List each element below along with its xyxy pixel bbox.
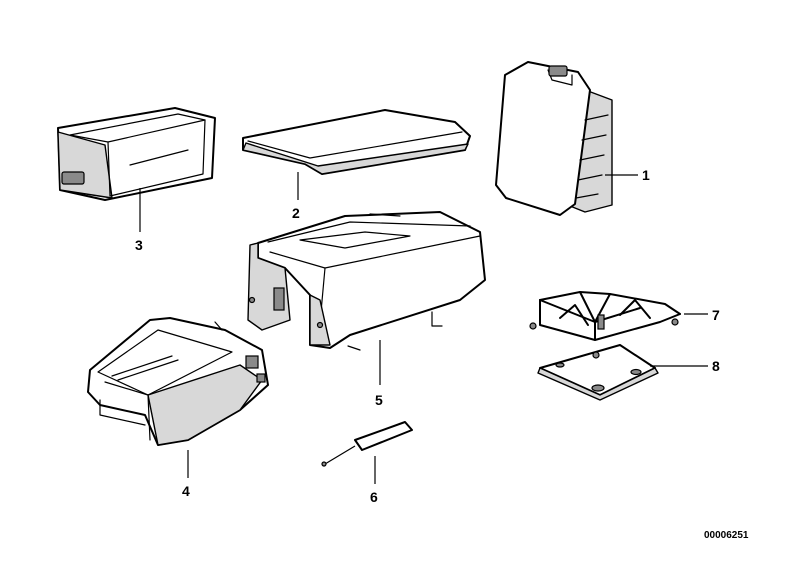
part-1-hinged-lid xyxy=(495,61,613,216)
callout-5: 5 xyxy=(375,392,383,408)
callout-8: 8 xyxy=(712,358,720,374)
callout-1: 1 xyxy=(642,167,650,183)
part-6-pin-tool xyxy=(321,421,413,467)
diagram-reference-number: 00006251 xyxy=(704,530,749,541)
part-8-base-plate xyxy=(537,344,659,401)
callout-6: 6 xyxy=(370,489,378,505)
callout-7: 7 xyxy=(712,307,720,323)
part-4-console-base xyxy=(87,317,269,446)
part-5-armrest-housing xyxy=(247,211,486,351)
part-3-storage-tray xyxy=(57,107,216,201)
callout-2: 2 xyxy=(292,205,300,221)
part-7-bracket-frame xyxy=(529,291,681,341)
callout-4: 4 xyxy=(182,483,190,499)
part-2-lid-cover xyxy=(242,109,471,175)
callout-3: 3 xyxy=(135,237,143,253)
